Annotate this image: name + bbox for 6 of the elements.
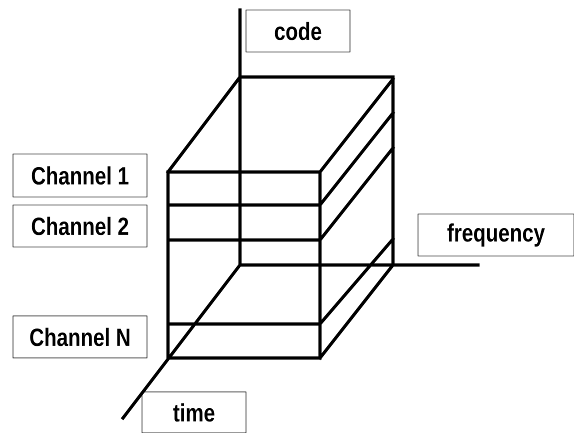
channel-label: Channel N [12,316,148,358]
axis-label: frequency [418,214,574,256]
channel-label: Channel 2 [12,204,148,248]
axis-label: time [142,392,246,433]
channel-label: Channel 1 [12,154,148,198]
axis-label: code [246,10,350,52]
